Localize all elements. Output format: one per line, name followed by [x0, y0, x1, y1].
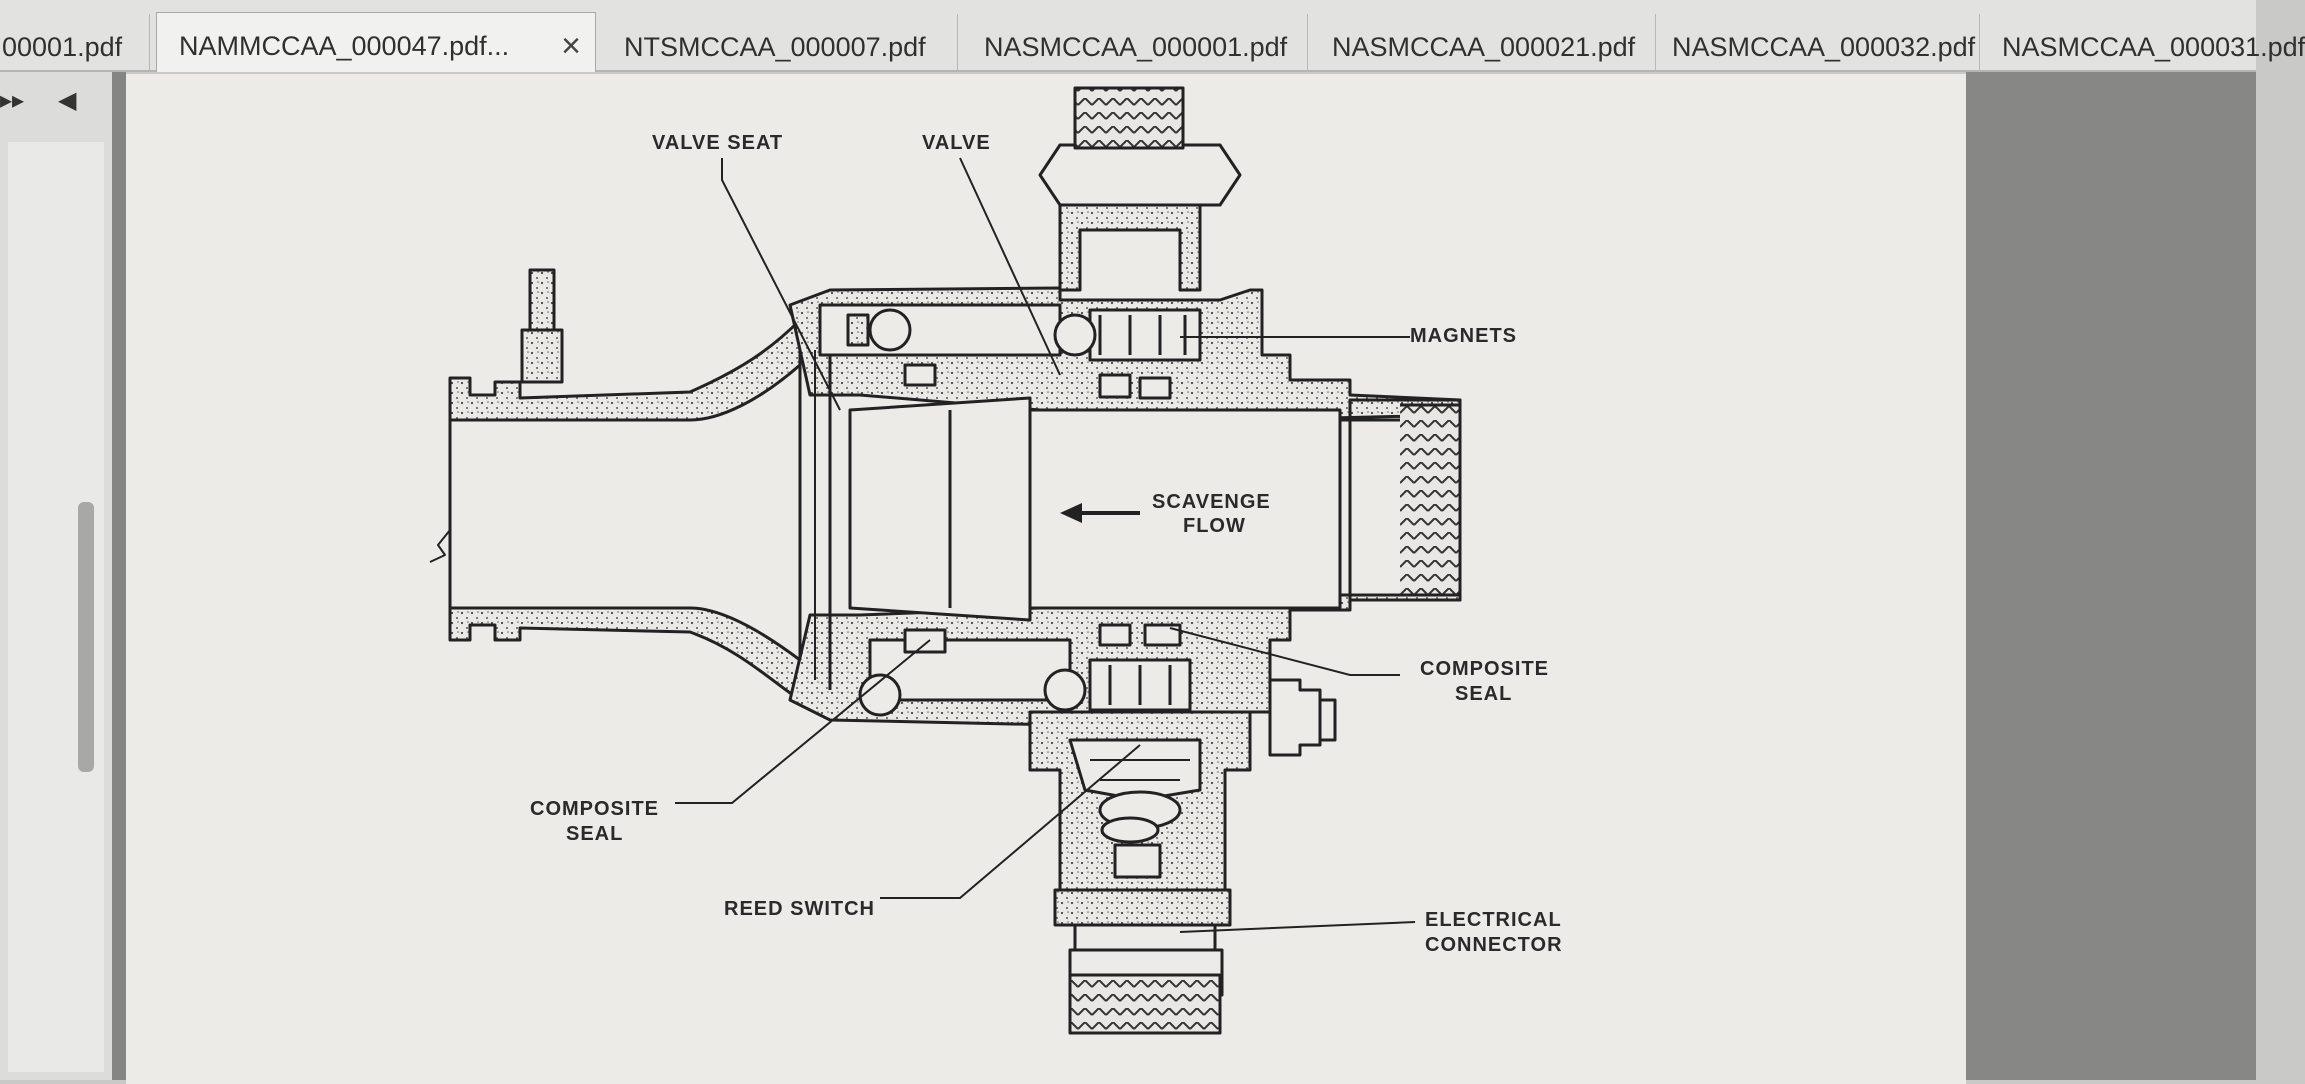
- tab-nasmccaa-000021[interactable]: NASMCCAA_000021.pdf: [1310, 14, 1656, 70]
- thumbnail-panel: ▸▸ ◀: [0, 72, 126, 1080]
- valve-body-drawing: [429, 86, 1462, 1035]
- panel-scrollbar[interactable]: [78, 502, 94, 772]
- pdf-page: VALVE SEAT VALVE MAGNETS SCAVENGE FLOW C…: [126, 74, 1966, 1084]
- tab-label: NAMMCCAA_000047.pdf...: [179, 31, 510, 61]
- tab-nasmccaa-000032[interactable]: NASMCCAA_000032.pdf: [1650, 14, 1980, 70]
- tab-label: NASMCCAA_000031.pdf: [2002, 32, 2305, 62]
- sidebar-toolbar: ▸▸ ◀: [0, 72, 112, 132]
- close-icon[interactable]: ×: [561, 27, 581, 65]
- tab-nasmccaa-000001[interactable]: NASMCCAA_000001.pdf: [962, 14, 1308, 70]
- tab-nammccaa-000047[interactable]: NAMMCCAA_000047.pdf... ×: [156, 12, 596, 72]
- label-reed-switch: REED SWITCH: [724, 898, 875, 920]
- label-valve-seat: VALVE SEAT: [652, 132, 783, 154]
- label-flow: FLOW: [1183, 515, 1246, 537]
- tab-bar: 00001.pdf NAMMCCAA_000047.pdf... × NTSMC…: [0, 0, 2305, 72]
- tab-label: NASMCCAA_000021.pdf: [1332, 32, 1636, 62]
- label-electrical-connector-line1: ELECTRICAL: [1425, 909, 1562, 931]
- tab-label: NTSMCCAA_000007.pdf: [624, 32, 926, 62]
- label-electrical-connector-line2: CONNECTOR: [1425, 934, 1563, 956]
- label-scavenge: SCAVENGE: [1152, 491, 1271, 513]
- triangle-left-icon[interactable]: ◀: [58, 87, 77, 114]
- tab-label: 00001.pdf: [2, 32, 123, 62]
- tab-label: NASMCCAA_000001.pdf: [984, 32, 1288, 62]
- tab-ntsmccaa-000007[interactable]: NTSMCCAA_000007.pdf: [602, 14, 958, 70]
- label-magnets: MAGNETS: [1410, 325, 1517, 347]
- label-composite-seal-right-line2: SEAL: [1455, 683, 1512, 705]
- valve-diagram: VALVE SEAT VALVE MAGNETS SCAVENGE FLOW C…: [429, 86, 1563, 1035]
- label-composite-seal-right-line1: COMPOSITE: [1420, 658, 1549, 680]
- viewer-background: [1966, 72, 2256, 1080]
- leader-lines: [675, 157, 1416, 933]
- double-chevron-right-icon[interactable]: ▸▸: [0, 87, 25, 114]
- tab-nasmccaa-000031[interactable]: NASMCCAA_000031.pdf: [1980, 14, 2305, 70]
- label-valve: VALVE: [922, 132, 991, 154]
- label-composite-seal-left-line1: COMPOSITE: [530, 798, 659, 820]
- tab-00001[interactable]: 00001.pdf: [0, 14, 150, 70]
- label-composite-seal-left-line2: SEAL: [566, 823, 623, 845]
- tab-label: NASMCCAA_000032.pdf: [1672, 32, 1976, 62]
- flow-arrow: [1060, 503, 1140, 523]
